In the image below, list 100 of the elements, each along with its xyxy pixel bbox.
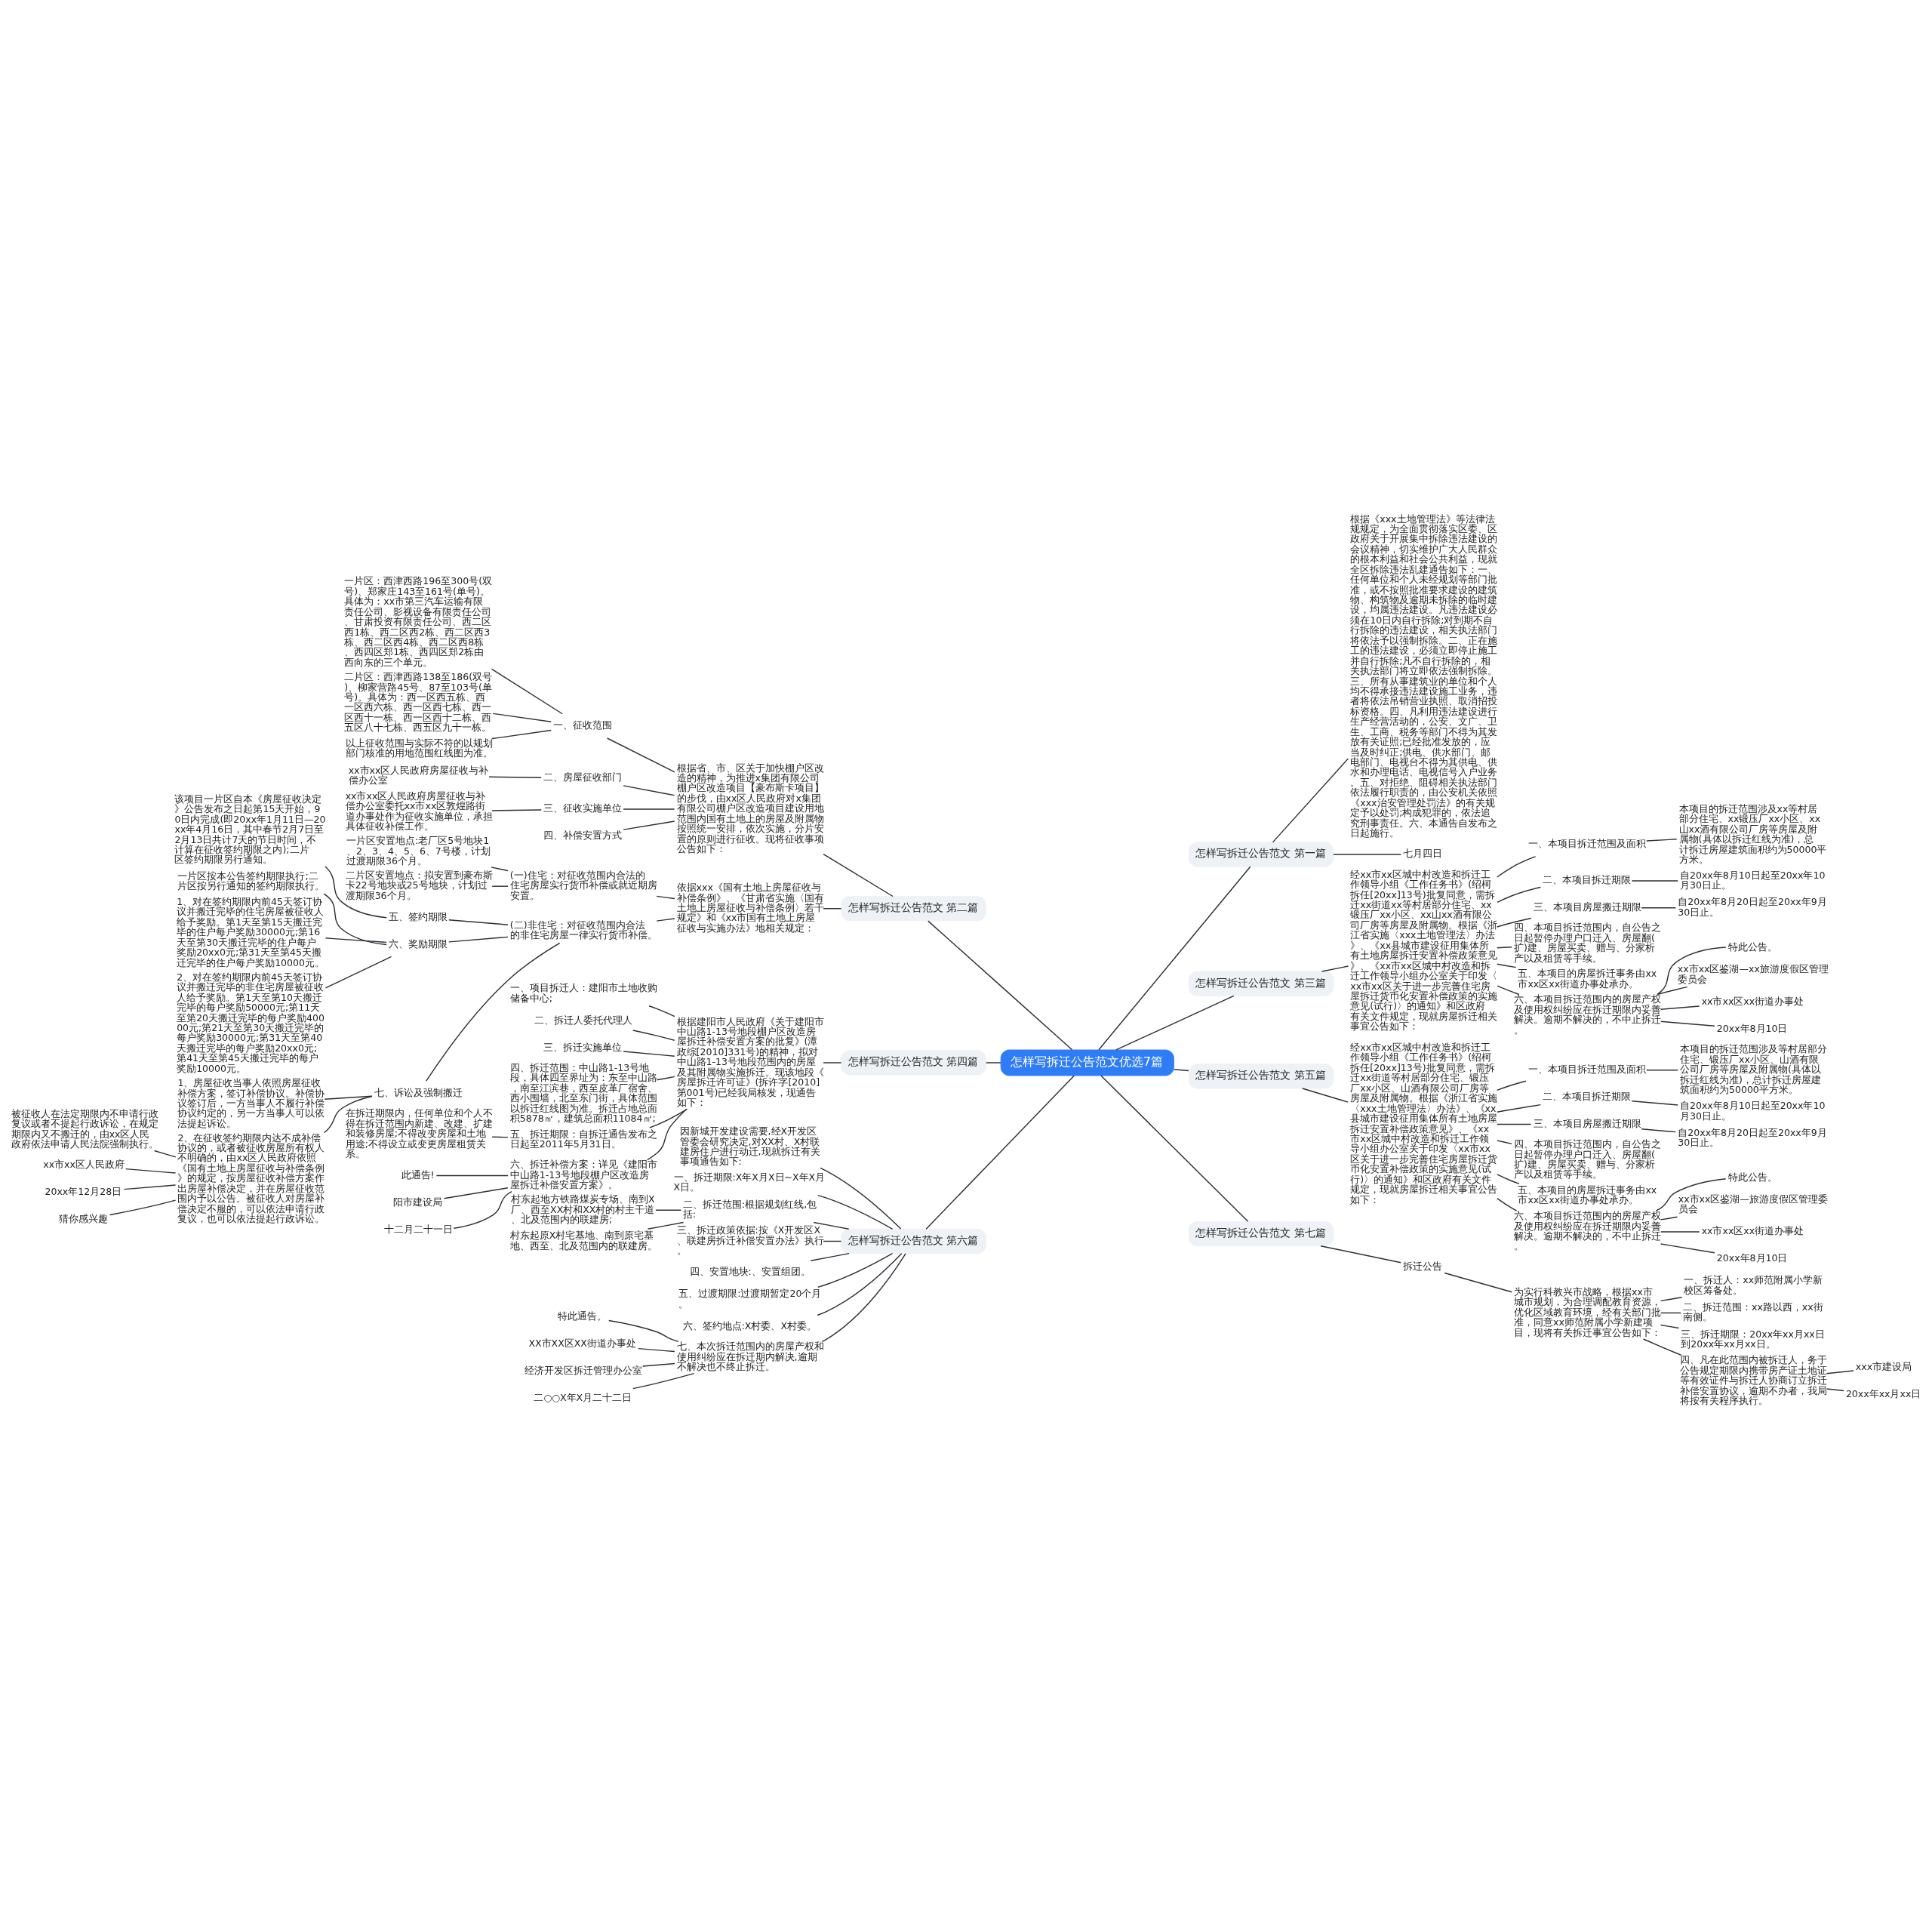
node-text: 以上征收范围与实际不符的以规划部门核准的用地范围红线图为准。 [345, 737, 493, 759]
connector [1646, 839, 1678, 842]
connector [632, 1030, 675, 1041]
node-text: 村东起地方铁路煤炭专场、南到X厂、西至XX村和XX村的村主干道、北及范围内的联建房; [511, 1193, 655, 1226]
connector [1660, 1020, 1715, 1027]
connector [325, 866, 387, 919]
connector [632, 1372, 695, 1390]
connector [1321, 965, 1349, 972]
connector [1657, 986, 1688, 996]
connector [1333, 854, 1402, 855]
node-text: 一、拆迁期限:X年X月X日~X年X月X日。 [673, 1171, 826, 1193]
node-text: 二、本项目拆迁期限 [1543, 874, 1632, 886]
node-text: 五、过渡期限:过渡期暂定20个月。 [678, 1288, 822, 1310]
node-text: xx市xx区人民政府 [43, 1159, 125, 1171]
node-text: 20xx年12月28日 [45, 1186, 122, 1198]
connector [491, 729, 552, 740]
node-text: 二○○X年X月二十二日 [534, 1391, 632, 1403]
node-text: 村东起原X村宅基地、南到原宅基地、西至、北及范围内的联建房。 [509, 1230, 657, 1251]
node-text: 二、拆迁范围:根据规划红线,包括: [683, 1198, 817, 1221]
connector [821, 1253, 906, 1343]
connector [1320, 1245, 1401, 1264]
node-text: 特此公告。 [1727, 1171, 1777, 1183]
node-text: 二、拆迁范围：xx路以西，xx街南侧。 [1683, 1301, 1823, 1323]
connector [1444, 1272, 1512, 1293]
node-box: 怎样写拆迁公告范文 第二篇 [841, 896, 986, 922]
node-text: 本项目的拆迁范围涉及等村居部分住宅、锻压厂xx小区、山酒有限公司厂房等房屋及附属物(具体以拆迁红线为准)，总计拆迁房屋建筑面积约为50000平方米。 [1679, 1043, 1827, 1096]
connector [443, 1187, 509, 1199]
node-text: 四、补偿安置方式 [543, 830, 623, 842]
connector [623, 785, 675, 796]
node-text: xx市xx区鉴湖—旅游度假区管理委员会 [1678, 1193, 1828, 1215]
connector [623, 820, 675, 830]
node-text: 三、征收实施单位 [543, 802, 623, 814]
connector [1646, 1070, 1678, 1071]
connector [1173, 1069, 1189, 1072]
connector [1657, 947, 1727, 995]
node-text: xxx市建设局 [1855, 1361, 1912, 1373]
connector [325, 956, 392, 989]
connector [1631, 880, 1678, 882]
node-text: 2、对在签约期限内前45天签订协议并搬迁完毕的非住宅房屋被征收人给予奖励。第1天至第10天搬迁完毕的每户奖励50000元;第11天至第20天搬迁完毕的每户奖励40000元;第21天至第30天搬迁完毕的每户奖励30000元;第31天至第40天搬迁完毕的每户奖励20xx0元;第41天至第45天搬迁完毕的每户奖励10000元。 [177, 971, 325, 1074]
node-text: 20xx年xx月xx日 [1845, 1388, 1921, 1400]
connector [647, 1221, 685, 1230]
node-text: 阳市建设局 [393, 1196, 443, 1208]
connector [647, 1108, 688, 1161]
node-text: (一)住宅：对征收范围内合法的住宅房屋实行货币补偿或就近期房安置。 [509, 870, 657, 901]
connector [928, 920, 1073, 1051]
connector [817, 1194, 894, 1230]
node-text: 特此通告。 [558, 1310, 608, 1322]
node-text: xx市xx区鉴湖—xx旅游度假区管理委员会 [1677, 963, 1829, 985]
node-text: 二、房屋征收部门 [543, 771, 623, 783]
connector [153, 1150, 177, 1158]
connector [1302, 1088, 1349, 1103]
node-text: 一、本项目拆迁范围及面积 [1527, 837, 1646, 849]
node-box: 怎样写拆迁公告范文 第七篇 [1188, 1221, 1334, 1247]
node-text: 三、拆迁实施单位 [543, 1041, 623, 1053]
connector [823, 853, 894, 897]
connector [1496, 856, 1537, 878]
node-box: 怎样写拆迁公告范文 第三篇 [1188, 971, 1334, 996]
node-text: 二片区：西津西路138至186(双号)、柳家营路45号、87至103号(单号)。具体为：西一区西五栋、西一区西六栋、西一区西七栋、西一区西十一栋、西一区西十二栋、西五区八十七栋、西五区九十一栋。 [344, 671, 493, 734]
connector [1641, 1128, 1677, 1133]
node-text: 三、拆迁期限：20xx年xx月xx日到20xx年xx月xx日。 [1681, 1328, 1825, 1350]
node-text: 1、对在签约期限内前45天签订协议并搬迁完毕的住宅房屋被征收人给予奖励。第1天至第15天搬迁完毕的住户每户奖励30000元;第16天至第30天搬迁完毕的住户每户奖励20xx0元;第31天至第45天搬迁完毕的住户每户奖励10000元。 [177, 895, 325, 968]
node-text: 六、本项目拆迁范围内的房屋产权及使用权纠纷应在拆迁期限内妥善解决。逾期不解决的，不中止拆迁。 [1514, 1210, 1662, 1252]
connector [1098, 866, 1251, 1051]
connector [324, 1095, 373, 1134]
node-text: 一片区安置地点:老厂区5号地块1、2、3、4、5、6、7号楼，计划过渡期限36个月。 [346, 835, 491, 867]
node-box: 怎样写拆迁公告范文 第六篇 [841, 1228, 986, 1254]
connector [641, 1362, 675, 1367]
node-text: 四、安置地块:、安置组团。 [689, 1265, 811, 1277]
node-text: 20xx年8月10日 [1716, 1022, 1788, 1034]
connector [125, 1168, 177, 1174]
node-text: 五、拆迁期限：自拆迁通告发布之日起至2011年5月31日。 [509, 1128, 657, 1150]
connector [1642, 1338, 1682, 1356]
connector [1826, 1388, 1844, 1392]
node-text: 五、本项目的房屋拆迁事务由xx市xx区xx街道办事处承办。 [1518, 1184, 1657, 1206]
connector [608, 1319, 679, 1343]
node-text: 自20xx年8月10日起至20xx年10月30日止。 [1679, 869, 1826, 891]
node-text: 二、拆迁人委托代理人 [534, 1014, 632, 1026]
connector [1497, 1123, 1532, 1125]
node-box: 怎样写拆迁公告范文 第四篇 [841, 1050, 986, 1076]
node-text: 依据xxx《国有土地上房屋征收与补偿条例》、《甘肃省实施〈国有土地上房屋征收与补偿条例〉若干规定》和《xx市国有土地上房屋征收与实施办法》地相关规定： [676, 882, 824, 934]
node-text: 2、在征收签约期限内达不成补偿协议的，或者被征收房屋所有权人不明确的，由xx区人民政府依照《国有土地上房屋征收与补偿条例》的规定，按房屋征收补偿方案作出房屋补偿决定，并在房屋征收范围内予以公告。被征收人对房屋补偿决定不服的，可以依法申请行政复议，也可以依法提起行政诉讼。 [177, 1131, 325, 1225]
node-text: 三、本项目房屋搬迁期限 [1533, 901, 1641, 913]
node-text: 二、本项目拆迁期限 [1543, 1090, 1632, 1102]
node-text: 因新城开发建设需要,经X开发区管委会研究决定,对XX村、X村联建房住户进行动迁,现就拆迁有关事项通告如下: [679, 1125, 820, 1168]
connector [1660, 1243, 1715, 1254]
connector [1497, 917, 1532, 928]
connector [491, 809, 542, 811]
connector [492, 713, 552, 722]
connector [648, 1005, 675, 1017]
node-text: 三、拆迁政策依据:按《X开发区X、联建房拆迁补偿安置办法》执行。 [676, 1224, 824, 1257]
connector [1497, 1104, 1542, 1113]
connector [638, 1347, 675, 1353]
connector [488, 776, 542, 778]
node-text: 三、本项目房屋搬迁期限 [1533, 1117, 1641, 1129]
node-text: 自20xx年8月10日起至20xx年10月30日止。 [1679, 1100, 1826, 1122]
connector [1660, 1231, 1700, 1233]
connector [1272, 758, 1349, 843]
node-text: xx市xx区xx街道办事处 [1701, 1225, 1804, 1237]
connector [1497, 1174, 1520, 1185]
node-text: 七、本次拆迁范围内的房屋产权和使用纠纷应在拆迁期内解决,逾期不解决也不终止拆迁。 [676, 1341, 824, 1373]
